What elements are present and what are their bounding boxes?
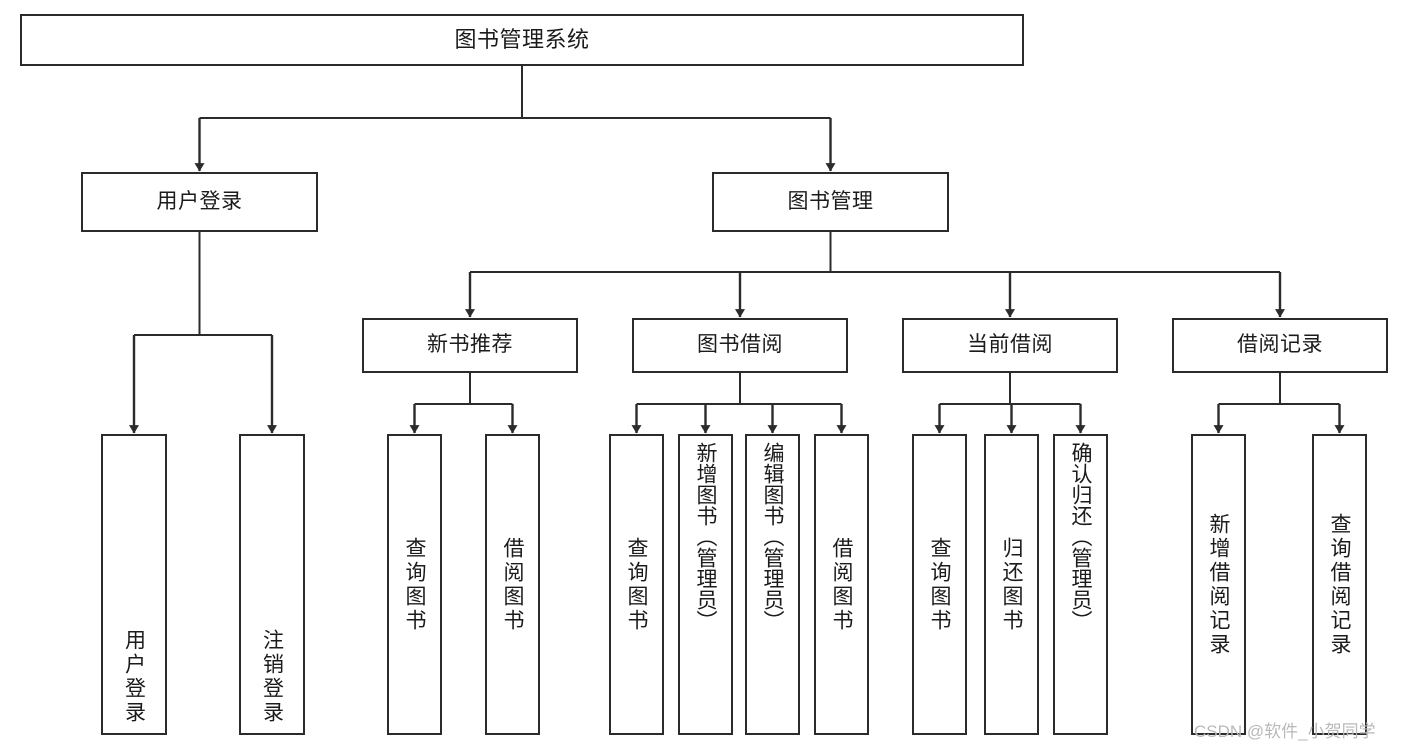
node-label: 图书管理 (787, 189, 874, 213)
node-label: 注销登录 (260, 629, 284, 725)
node-label: 新书推荐 (427, 333, 513, 357)
node-leaf-borrow-book-1: 借阅图书 (485, 434, 540, 735)
node-leaf-borrow-book-2: 借阅图书 (814, 434, 869, 735)
node-label: 查询图书 (403, 536, 426, 633)
node-book-manage: 图书管理 (712, 172, 949, 232)
node-leaf-query-book-1: 查询图书 (387, 434, 442, 735)
node-label: 借阅图书 (501, 536, 524, 633)
node-label: 编辑图书（管理员） (761, 442, 784, 631)
node-leaf-query-book-3: 查询图书 (912, 434, 967, 735)
node-leaf-edit-book-admin: 编辑图书（管理员） (745, 434, 800, 735)
node-label: 图书借阅 (697, 333, 783, 357)
node-leaf-query-book-2: 查询图书 (609, 434, 664, 735)
node-label: 新增借阅记录 (1207, 512, 1230, 657)
node-borrow-record: 借阅记录 (1172, 318, 1388, 373)
node-label: 借阅记录 (1237, 333, 1323, 357)
node-label: 用户登录 (156, 189, 243, 213)
node-root: 图书管理系统 (20, 14, 1024, 66)
node-user-login: 用户登录 (81, 172, 318, 232)
node-label: 用户登录 (122, 629, 146, 725)
watermark-text: CSDN @软件_小贺同学 (1194, 722, 1376, 741)
node-label: 当前借阅 (967, 333, 1053, 357)
node-leaf-add-borrow-record: 新增借阅记录 (1191, 434, 1246, 735)
node-new-book-recommend: 新书推荐 (362, 318, 578, 373)
node-leaf-add-book-admin: 新增图书（管理员） (678, 434, 733, 735)
node-book-borrow: 图书借阅 (632, 318, 848, 373)
node-label: 新增图书（管理员） (694, 442, 717, 631)
node-current-borrow: 当前借阅 (902, 318, 1118, 373)
node-label: 归还图书 (1000, 536, 1023, 633)
node-leaf-confirm-return-admin: 确认归还（管理员） (1053, 434, 1108, 735)
node-leaf-return-book: 归还图书 (984, 434, 1039, 735)
node-label: 确认归还（管理员） (1069, 442, 1092, 631)
node-label: 图书管理系统 (454, 27, 590, 53)
node-label: 查询图书 (625, 536, 648, 633)
node-label: 查询图书 (928, 536, 951, 633)
node-leaf-query-borrow-record: 查询借阅记录 (1312, 434, 1367, 735)
node-leaf-user-login: 用户登录 (101, 434, 167, 735)
node-label: 查询借阅记录 (1328, 512, 1351, 657)
node-leaf-user-logout: 注销登录 (239, 434, 305, 735)
node-label: 借阅图书 (830, 536, 853, 633)
